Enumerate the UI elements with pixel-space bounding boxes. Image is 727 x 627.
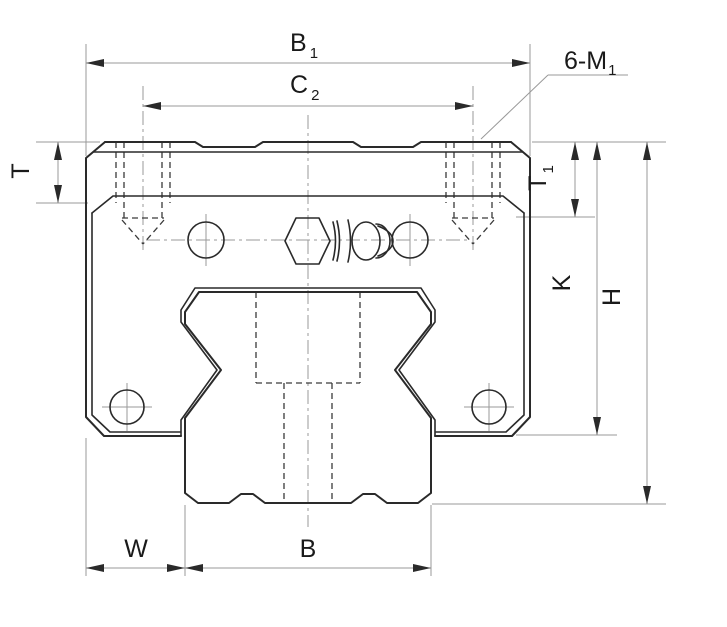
- t1-arrow-up: [571, 142, 579, 160]
- dimension-arrows: [54, 59, 651, 572]
- b1-arrow-left: [86, 59, 104, 67]
- rail-counterbore-hidden: [255, 292, 361, 384]
- dimension-lines: [36, 44, 666, 576]
- grease-nipple-washers: [332, 219, 352, 263]
- b1-arrow-right: [512, 59, 530, 67]
- block-inner-right: [435, 212, 525, 433]
- carriage-block-outline: [85, 141, 531, 437]
- grease-nipple-tip: [377, 225, 394, 257]
- rail-profile: [184, 291, 432, 504]
- side-hole-right: [391, 221, 429, 259]
- block-body-line: [91, 195, 525, 214]
- carriage-inner-profile: [180, 287, 436, 437]
- b-arrow-left: [185, 564, 203, 572]
- w-arrow-left: [86, 564, 104, 572]
- k-arrow-up: [593, 142, 601, 160]
- mount-hole-right: [471, 389, 507, 425]
- thread-hole-right-hidden: [445, 142, 501, 245]
- grease-nipple-hex: [284, 217, 331, 265]
- grease-nipple-meridian: [375, 223, 391, 259]
- m1-leader-line: [480, 74, 549, 140]
- dim-label-t1: T1: [524, 165, 557, 191]
- mount-hole-left: [109, 389, 145, 425]
- dim-label-b: B: [300, 535, 317, 563]
- dim-label-h: H: [598, 288, 626, 306]
- block-left-side: [85, 141, 182, 437]
- block-right-side: [434, 141, 531, 437]
- b-arrow-right: [413, 564, 431, 572]
- t-arrow-up: [54, 142, 62, 160]
- dim-label-k: K: [548, 274, 576, 291]
- c2-arrow-left: [143, 102, 161, 110]
- block-inner-left: [91, 212, 181, 433]
- w-arrow-right: [167, 564, 185, 572]
- h-arrow-up: [643, 142, 651, 160]
- t-arrow-down: [54, 185, 62, 203]
- dim-label-t: T: [7, 163, 35, 178]
- k-arrow-down: [593, 417, 601, 435]
- grease-nipple-ball: [351, 221, 381, 261]
- rail-outline: [184, 291, 432, 504]
- side-hole-left: [187, 221, 225, 259]
- t1-arrow-down: [571, 199, 579, 217]
- block-top-face: [104, 141, 512, 148]
- c2-arrow-right: [455, 102, 473, 110]
- thread-hole-left-hidden: [115, 142, 171, 245]
- hidden-lines: [115, 142, 501, 502]
- block-features: [109, 217, 507, 425]
- dim-label-w: W: [124, 535, 148, 563]
- h-arrow-down: [643, 486, 651, 504]
- callout-label-6m1: 6-M1: [564, 47, 616, 79]
